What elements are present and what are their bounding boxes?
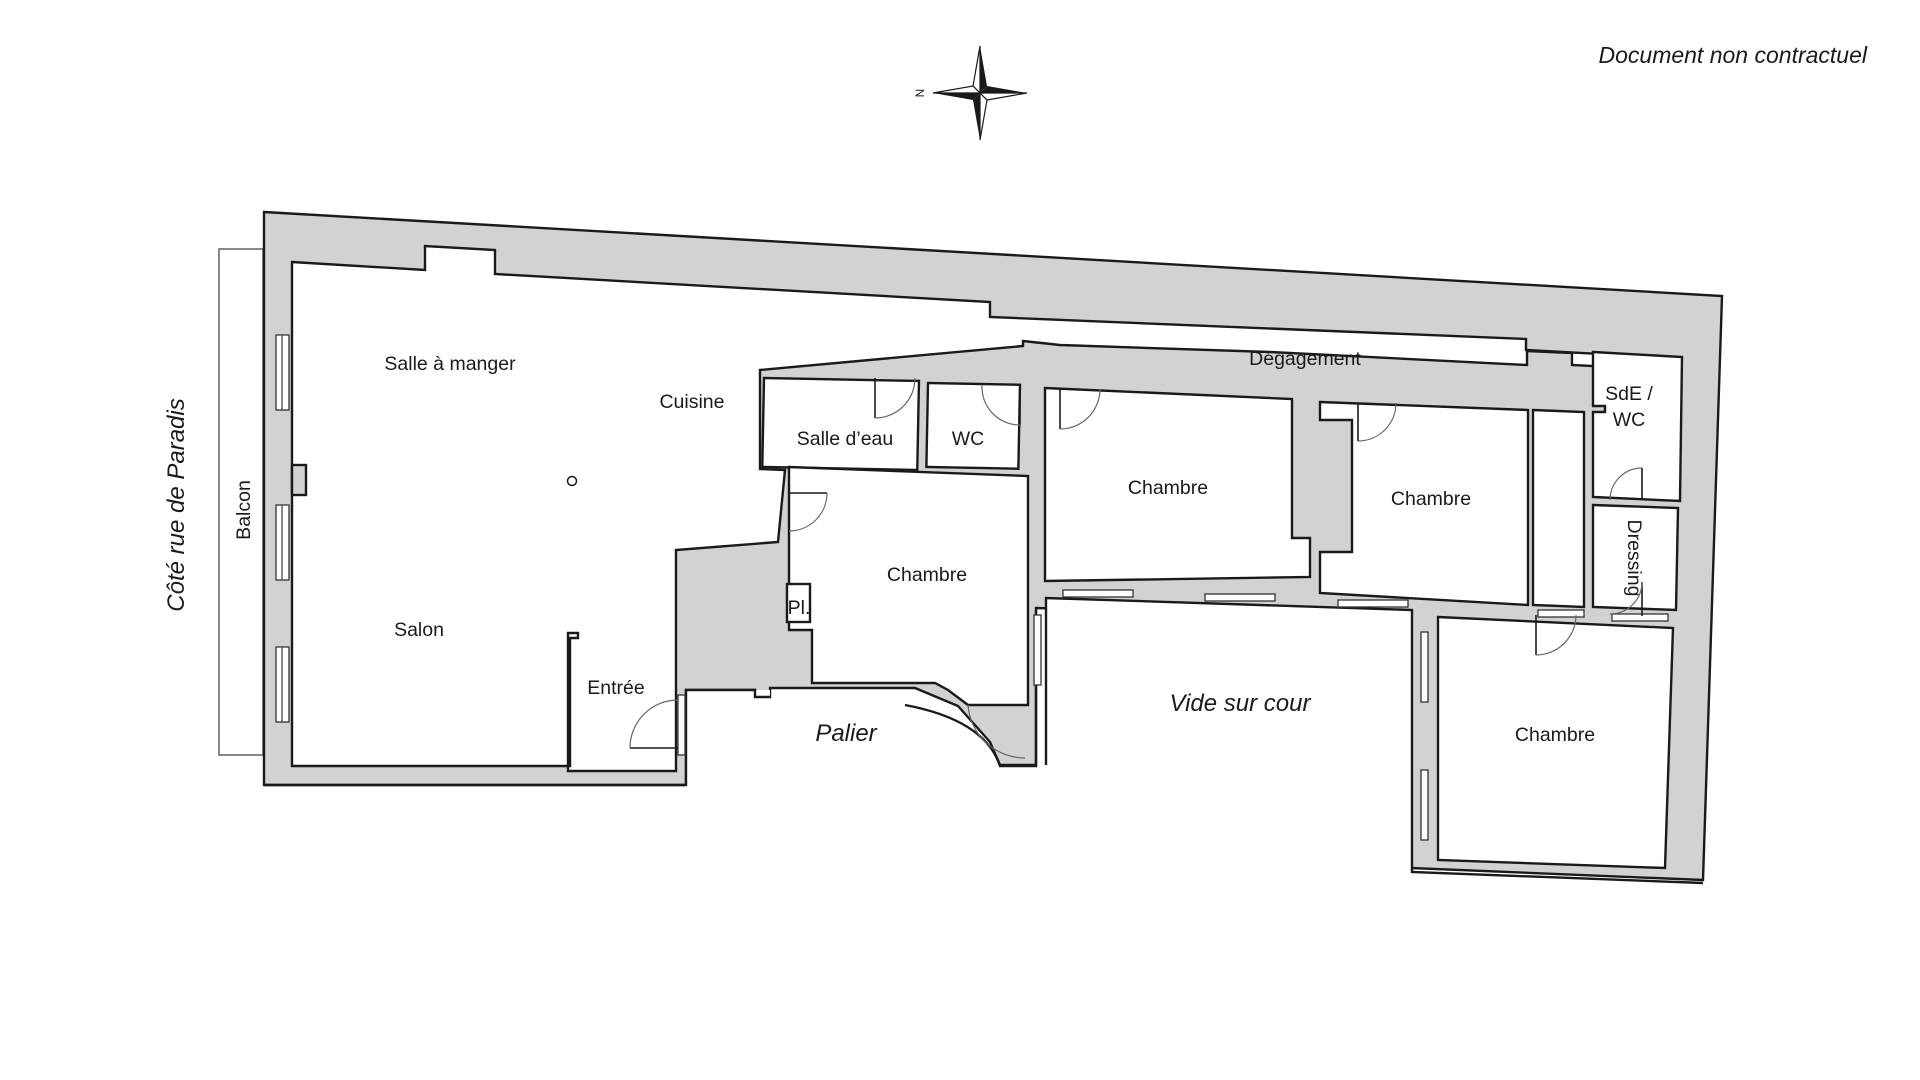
room-wc <box>925 381 1022 470</box>
compass-rose-icon: N <box>913 45 1028 141</box>
label-entree: Entrée <box>587 677 644 699</box>
label-salon: Salon <box>394 619 444 641</box>
room-placard <box>785 582 812 624</box>
label-dressing: Dressing <box>1623 520 1645 597</box>
label-palier: Palier <box>815 720 877 747</box>
label-degagement: Dégagement <box>1249 348 1361 370</box>
room-chambre-2 <box>1043 386 1312 583</box>
label-placard: Pl. <box>788 597 811 619</box>
palier-curved-wall <box>904 610 1038 768</box>
label-sde-wc-line1: SdE / <box>1605 383 1653 405</box>
label-salle-deau: Salle d’eau <box>797 428 894 450</box>
room-salle-deau <box>761 376 921 472</box>
street-label: Côté rue de Paradis <box>163 398 190 611</box>
room-chambre-4 <box>1436 615 1675 870</box>
compass-north-label: N <box>913 89 927 98</box>
label-chambre-2: Chambre <box>1128 477 1208 499</box>
label-salle-a-manger: Salle à manger <box>384 353 516 375</box>
west-windows <box>275 334 290 723</box>
west-wall-pier <box>290 463 308 497</box>
pillar-icon <box>566 475 578 487</box>
living-zone <box>290 244 1676 773</box>
palier-edge <box>684 688 770 786</box>
label-sde-wc-line2: WC <box>1613 409 1646 431</box>
doors <box>629 377 1643 759</box>
corridor-right <box>1531 408 1586 609</box>
label-cuisine: Cuisine <box>659 391 724 413</box>
balcony-label: Balcon <box>233 480 255 540</box>
disclaimer-text: Document non contractuel <box>1599 42 1868 68</box>
label-wc: WC <box>952 428 985 450</box>
label-chambre-4: Chambre <box>1515 724 1595 746</box>
room-sde-wc <box>1591 350 1684 503</box>
room-dressing <box>1591 503 1680 612</box>
label-chambre-3: Chambre <box>1391 488 1471 510</box>
label-chambre-1: Chambre <box>887 564 967 586</box>
courtyard-edge <box>1044 596 1704 885</box>
area-vide-sur-cour <box>1046 598 1710 1080</box>
room-chambre-3 <box>1318 400 1530 607</box>
room-chambre-1 <box>787 465 1030 707</box>
courtyard-windows <box>677 589 1669 841</box>
label-vide-sur-cour: Vide sur cour <box>1170 690 1312 717</box>
